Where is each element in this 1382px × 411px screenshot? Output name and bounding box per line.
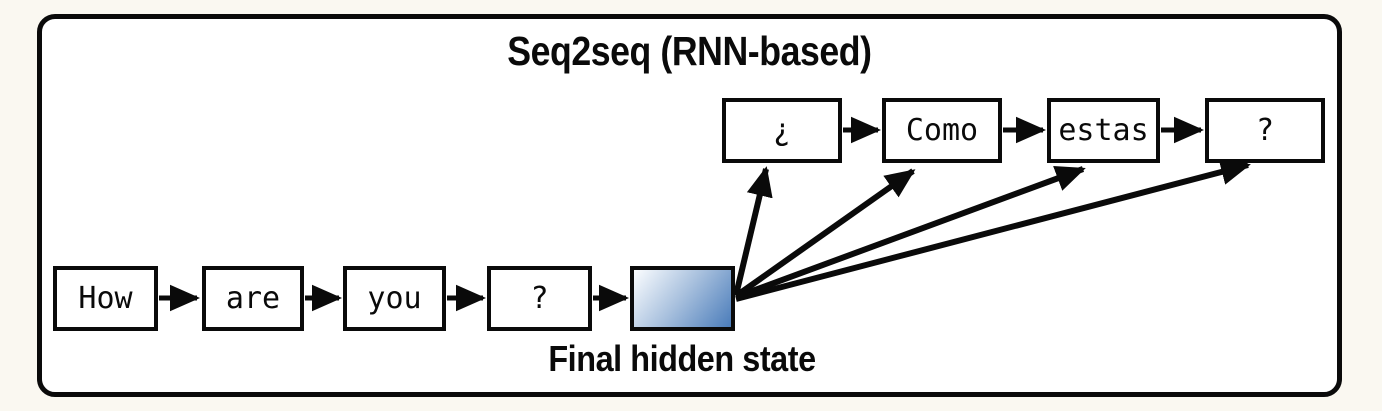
decoder-box-inverted-question: ¿ bbox=[722, 98, 842, 163]
decoder-box-como: Como bbox=[882, 98, 1002, 163]
encoder-box-question: ? bbox=[487, 266, 592, 331]
encoder-box-are: are bbox=[202, 266, 304, 331]
encoder-box-you: you bbox=[343, 266, 446, 331]
final-hidden-state-box bbox=[630, 266, 735, 331]
encoder-box-how: How bbox=[53, 266, 158, 331]
diagram-title-row: Seq2seq (RNN-based) bbox=[37, 28, 1342, 75]
decoder-box-estas: estas bbox=[1047, 98, 1160, 163]
diagram-title: Seq2seq (RNN-based) bbox=[507, 28, 872, 74]
decoder-box-question: ? bbox=[1205, 98, 1325, 163]
final-hidden-state-label: Final hidden state bbox=[548, 338, 816, 379]
